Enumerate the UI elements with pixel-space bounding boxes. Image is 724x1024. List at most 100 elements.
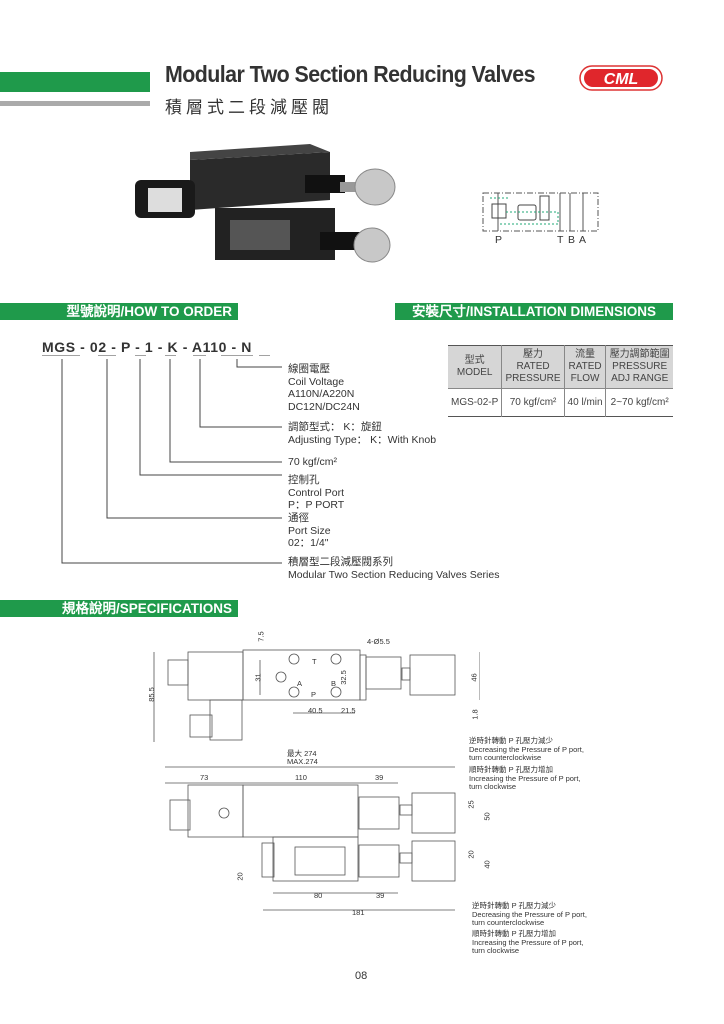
dim-21-5: 21.5 [341, 706, 356, 715]
text-line: 逆時針轉動 P 孔壓力減少 [469, 736, 554, 745]
cell-model: MGS-02-P [451, 397, 499, 408]
text-line: Modular Two Section Reducing Valves Seri… [288, 568, 500, 581]
order-code: MGS - 02 - P - 1 - K - A110 - N [42, 339, 252, 355]
dim-50: 50 [482, 812, 492, 821]
green-accent-bar [0, 72, 150, 92]
dim-hole: 4-Ø5.5 [367, 637, 390, 646]
table-row: MGS-02-P 70 kgf/cm² 40 l/min 2~70 kgf/cm… [448, 388, 673, 417]
section-header-how-to-order: 型號說明/HOW TO ORDER [0, 303, 238, 320]
dim-40-5: 40.5 [308, 706, 323, 715]
text-line: Decreasing the Pressure of P port, [472, 909, 587, 919]
text-line: Decreasing the Pressure of P port, [469, 744, 584, 754]
dim-25: 25 [466, 800, 476, 809]
section-heading-text: 規格說明/SPECIFICATIONS [61, 601, 232, 616]
dim-73: 73 [200, 773, 209, 782]
text-line: DC12N/DC24N [288, 400, 360, 413]
dim-39a: 39 [375, 773, 384, 782]
text-line: 型式 [464, 355, 485, 366]
text-line: MODEL [456, 367, 493, 378]
text-line: Increasing the Pressure of P port, [469, 773, 581, 783]
section-heading-text: 型號說明/HOW TO ORDER [66, 304, 232, 319]
dimension-drawing [153, 649, 480, 911]
dim-31: 31 [253, 673, 263, 682]
section-header-specifications: 規格說明/SPECIFICATIONS [0, 600, 238, 617]
page-title: Modular Two Section Reducing Valves [165, 61, 535, 87]
port-b: B [331, 679, 337, 688]
text-line: 調節型式： K：旋鈕 [288, 421, 382, 433]
text-line: PRESSURE [505, 373, 561, 384]
dim-39b: 39 [376, 891, 385, 900]
dim-20b: 20 [235, 872, 245, 881]
dim-181: 181 [352, 908, 365, 917]
hydraulic-symbol: P T B A [478, 190, 603, 248]
port-label-t: T [557, 234, 564, 246]
text-line: 控制孔 [288, 474, 320, 486]
cml-logo: CML [578, 64, 664, 92]
page-number: 08 [355, 970, 368, 982]
dim-7-5: 7.5 [256, 631, 266, 642]
text-line: 02：1/4" [288, 537, 329, 549]
text-line: RATED [516, 361, 550, 372]
port-t: T [312, 657, 317, 666]
text-line: 順時針轉動 P 孔壓力增加 [469, 765, 554, 774]
text-line: 逆時針轉動 P 孔壓力減少 [472, 901, 557, 910]
section-header-installation: 安裝尺寸/INSTALLATION DIMENSIONS [395, 303, 673, 320]
dim-1-8: 1.8 [470, 709, 480, 720]
order-item-pressure: 70 kgf/cm² [288, 456, 337, 469]
page-subtitle: 積層式二段減壓閥 [165, 98, 333, 117]
dim-max: MAX.274 [287, 757, 318, 766]
dim-46: 46 [469, 673, 479, 682]
port-label-p: P [495, 234, 503, 246]
product-photo [130, 140, 400, 275]
text-line: P：P PORT [288, 499, 345, 511]
cell-adj-range: 2~70 kgf/cm² [605, 388, 673, 417]
text-line: Port Size [288, 524, 331, 537]
svg-text:CML: CML [604, 71, 639, 88]
text-line: 流量 [575, 349, 596, 360]
text-line: 順時針轉動 P 孔壓力增加 [472, 929, 557, 938]
section-heading-text: 安裝尺寸/INSTALLATION DIMENSIONS [412, 304, 656, 319]
text-line: ADJ RANGE [611, 373, 669, 384]
text-line: 70 kgf/cm² [288, 456, 338, 468]
text-line: turn counterclockwise [469, 753, 542, 762]
text-line: PRESSURE [612, 361, 668, 372]
port-label-b: B [568, 234, 576, 246]
text-line: FLOW [570, 373, 600, 384]
dim-80: 80 [314, 891, 323, 900]
text-line: 壓力調節範圍 [609, 349, 670, 360]
text-line: Adjusting Type： K：With Knob [288, 433, 437, 446]
text-line: Coil Voltage [288, 375, 345, 388]
dim-20a: 20 [466, 850, 476, 859]
text-line: Control Port [288, 486, 345, 499]
text-line: turn counterclockwise [472, 918, 545, 927]
order-code-leader-lines [42, 355, 282, 564]
text-line: Increasing the Pressure of P port, [472, 937, 584, 947]
text-line: 壓力 [523, 349, 544, 360]
port-p: P [311, 690, 317, 699]
cell-flow: 40 l/min [563, 388, 606, 417]
cell-pressure: 70 kgf/cm² [501, 388, 565, 417]
text-line: 線圈電壓 [288, 363, 330, 375]
text-line: 通徑 [288, 512, 309, 524]
dim-110: 110 [295, 773, 307, 782]
dim-max-cn: 最大 274 [287, 749, 317, 758]
dim-32-5: 32.5 [338, 670, 348, 685]
dim-85-5: 85.5 [146, 687, 156, 702]
text-line: A110N/A220N [288, 388, 355, 400]
